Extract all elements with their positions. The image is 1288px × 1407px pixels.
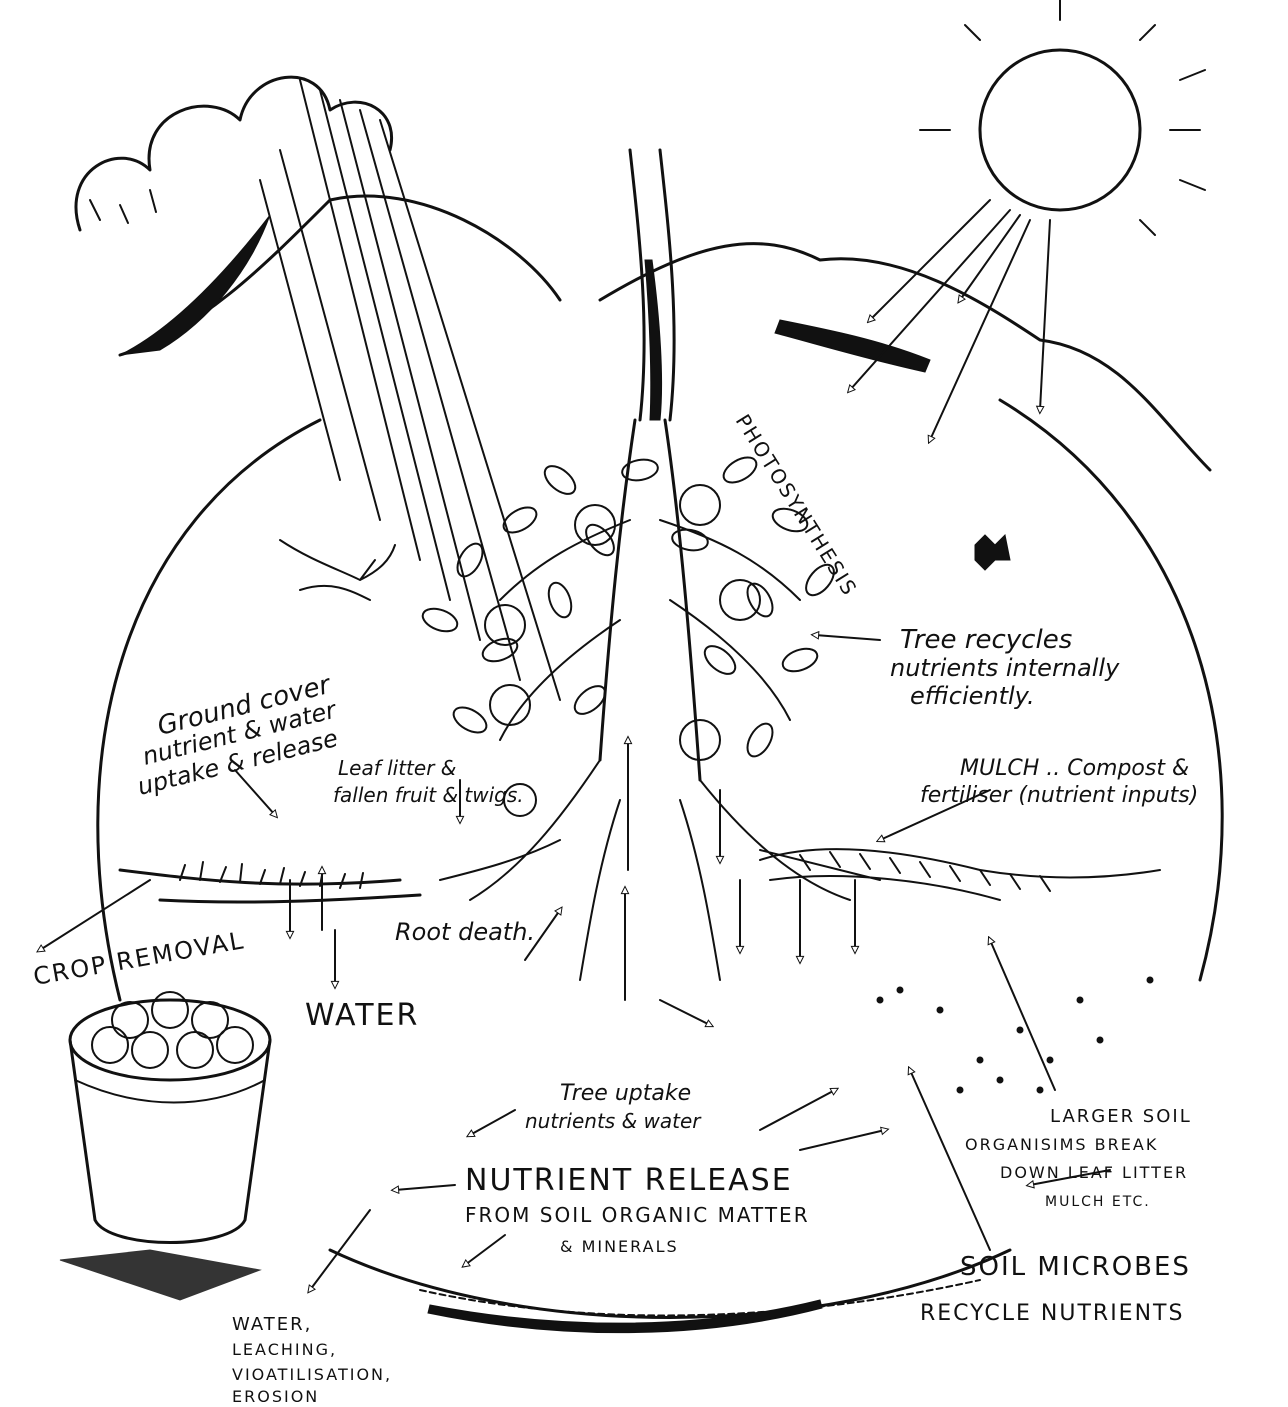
label-tree-recycles-3: efficiently.	[910, 682, 1035, 710]
arrow-root-uptake-2	[660, 1000, 710, 1025]
label-nutrient-release-2: FROM SOIL ORGANIC MATTER	[465, 1203, 810, 1227]
label-soil-microbes-1: SOIL MICROBES	[960, 1252, 1191, 1282]
hill-left-shading	[120, 215, 270, 355]
label-water: WATER	[305, 998, 419, 1033]
arrow-release-upleft	[470, 1110, 515, 1135]
label-root-death: Root death.	[395, 918, 535, 946]
label-leaf-litter-2: fallen fruit & twigs.	[333, 783, 524, 807]
arrow-release-left	[395, 1185, 455, 1190]
label-tree-uptake-1: Tree uptake	[560, 1081, 691, 1106]
label-nutrient-release-1: NUTRIENT RELEASE	[465, 1163, 793, 1198]
arrow-groundcover-label	[235, 770, 275, 815]
label-mulch-2: fertiliser (nutrient inputs)	[920, 783, 1198, 808]
label-tree-recycles-1: Tree recycles	[900, 625, 1072, 655]
label-photosynthesis: PHOTOSYNTHESIS	[731, 410, 863, 601]
mulch-layer	[760, 849, 1160, 900]
label-larger-soil-2: ORGANISIMS BREAK	[965, 1135, 1158, 1154]
ground-line	[120, 862, 420, 902]
canopy-leaves	[420, 452, 840, 760]
cloud-icon	[76, 77, 392, 230]
soil-particles	[877, 977, 1153, 1093]
label-nutrient-release-3: & MINERALS	[560, 1237, 679, 1256]
sun-rays	[850, 200, 1050, 440]
label-leaf-litter-1: Leaf litter &	[338, 756, 456, 780]
arrow-soil-microbes	[910, 1070, 990, 1250]
ground-arc-lower	[420, 1280, 980, 1315]
label-tree-recycles-2: nutrients internally	[890, 654, 1120, 682]
arrow-leaching	[310, 1210, 370, 1290]
arrow-release-up	[760, 1090, 835, 1130]
label-water-leaching-4: EROSION	[232, 1387, 319, 1406]
label-water-leaching-2: LEACHING,	[232, 1340, 337, 1359]
tree	[440, 150, 880, 980]
arrow-larger-soil	[990, 940, 1055, 1090]
arrow-crop-removal	[40, 880, 150, 950]
label-soil-microbes-2: RECYCLE NUTRIENTS	[920, 1301, 1184, 1326]
arrow-release-down	[465, 1235, 505, 1265]
bird-icon	[280, 540, 395, 600]
arrow-tree-recycles	[815, 635, 880, 640]
label-larger-soil-1: LARGER SOIL	[1050, 1106, 1192, 1127]
label-water-leaching-3: VIOATILISATION,	[232, 1365, 392, 1384]
butterfly-icon	[975, 535, 1010, 570]
crop-bucket-icon	[60, 992, 270, 1300]
arrow-release-right	[800, 1130, 885, 1150]
label-mulch-1: MULCH .. Compost &	[960, 756, 1189, 781]
label-larger-soil-4: MULCH ETC.	[1045, 1194, 1151, 1210]
label-tree-uptake-2: nutrients & water	[525, 1109, 702, 1133]
label-larger-soil-3: DOWN LEAF LITTER	[1000, 1163, 1188, 1182]
sun-icon	[920, 0, 1205, 235]
label-water-leaching-1: WATER,	[232, 1314, 312, 1335]
hill-right-shading	[775, 320, 930, 372]
apples	[485, 485, 760, 816]
